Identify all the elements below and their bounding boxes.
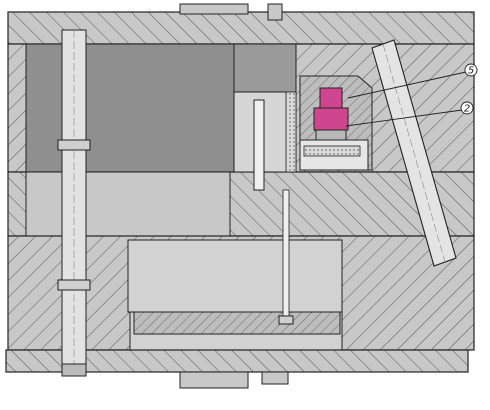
guide-pin <box>57 29 91 377</box>
callout-2-label: 2 <box>464 104 470 115</box>
ejector-plate <box>133 311 341 335</box>
bottom-clamping-plate <box>5 349 469 389</box>
callout-2: 2 <box>345 101 474 127</box>
callout-5-label: 5 <box>468 66 474 77</box>
ejector-pin <box>278 189 294 325</box>
highlighted-insert <box>313 87 349 141</box>
callout-5: 5 <box>347 63 478 99</box>
core-insert <box>233 91 297 191</box>
angled-pin <box>371 39 457 267</box>
